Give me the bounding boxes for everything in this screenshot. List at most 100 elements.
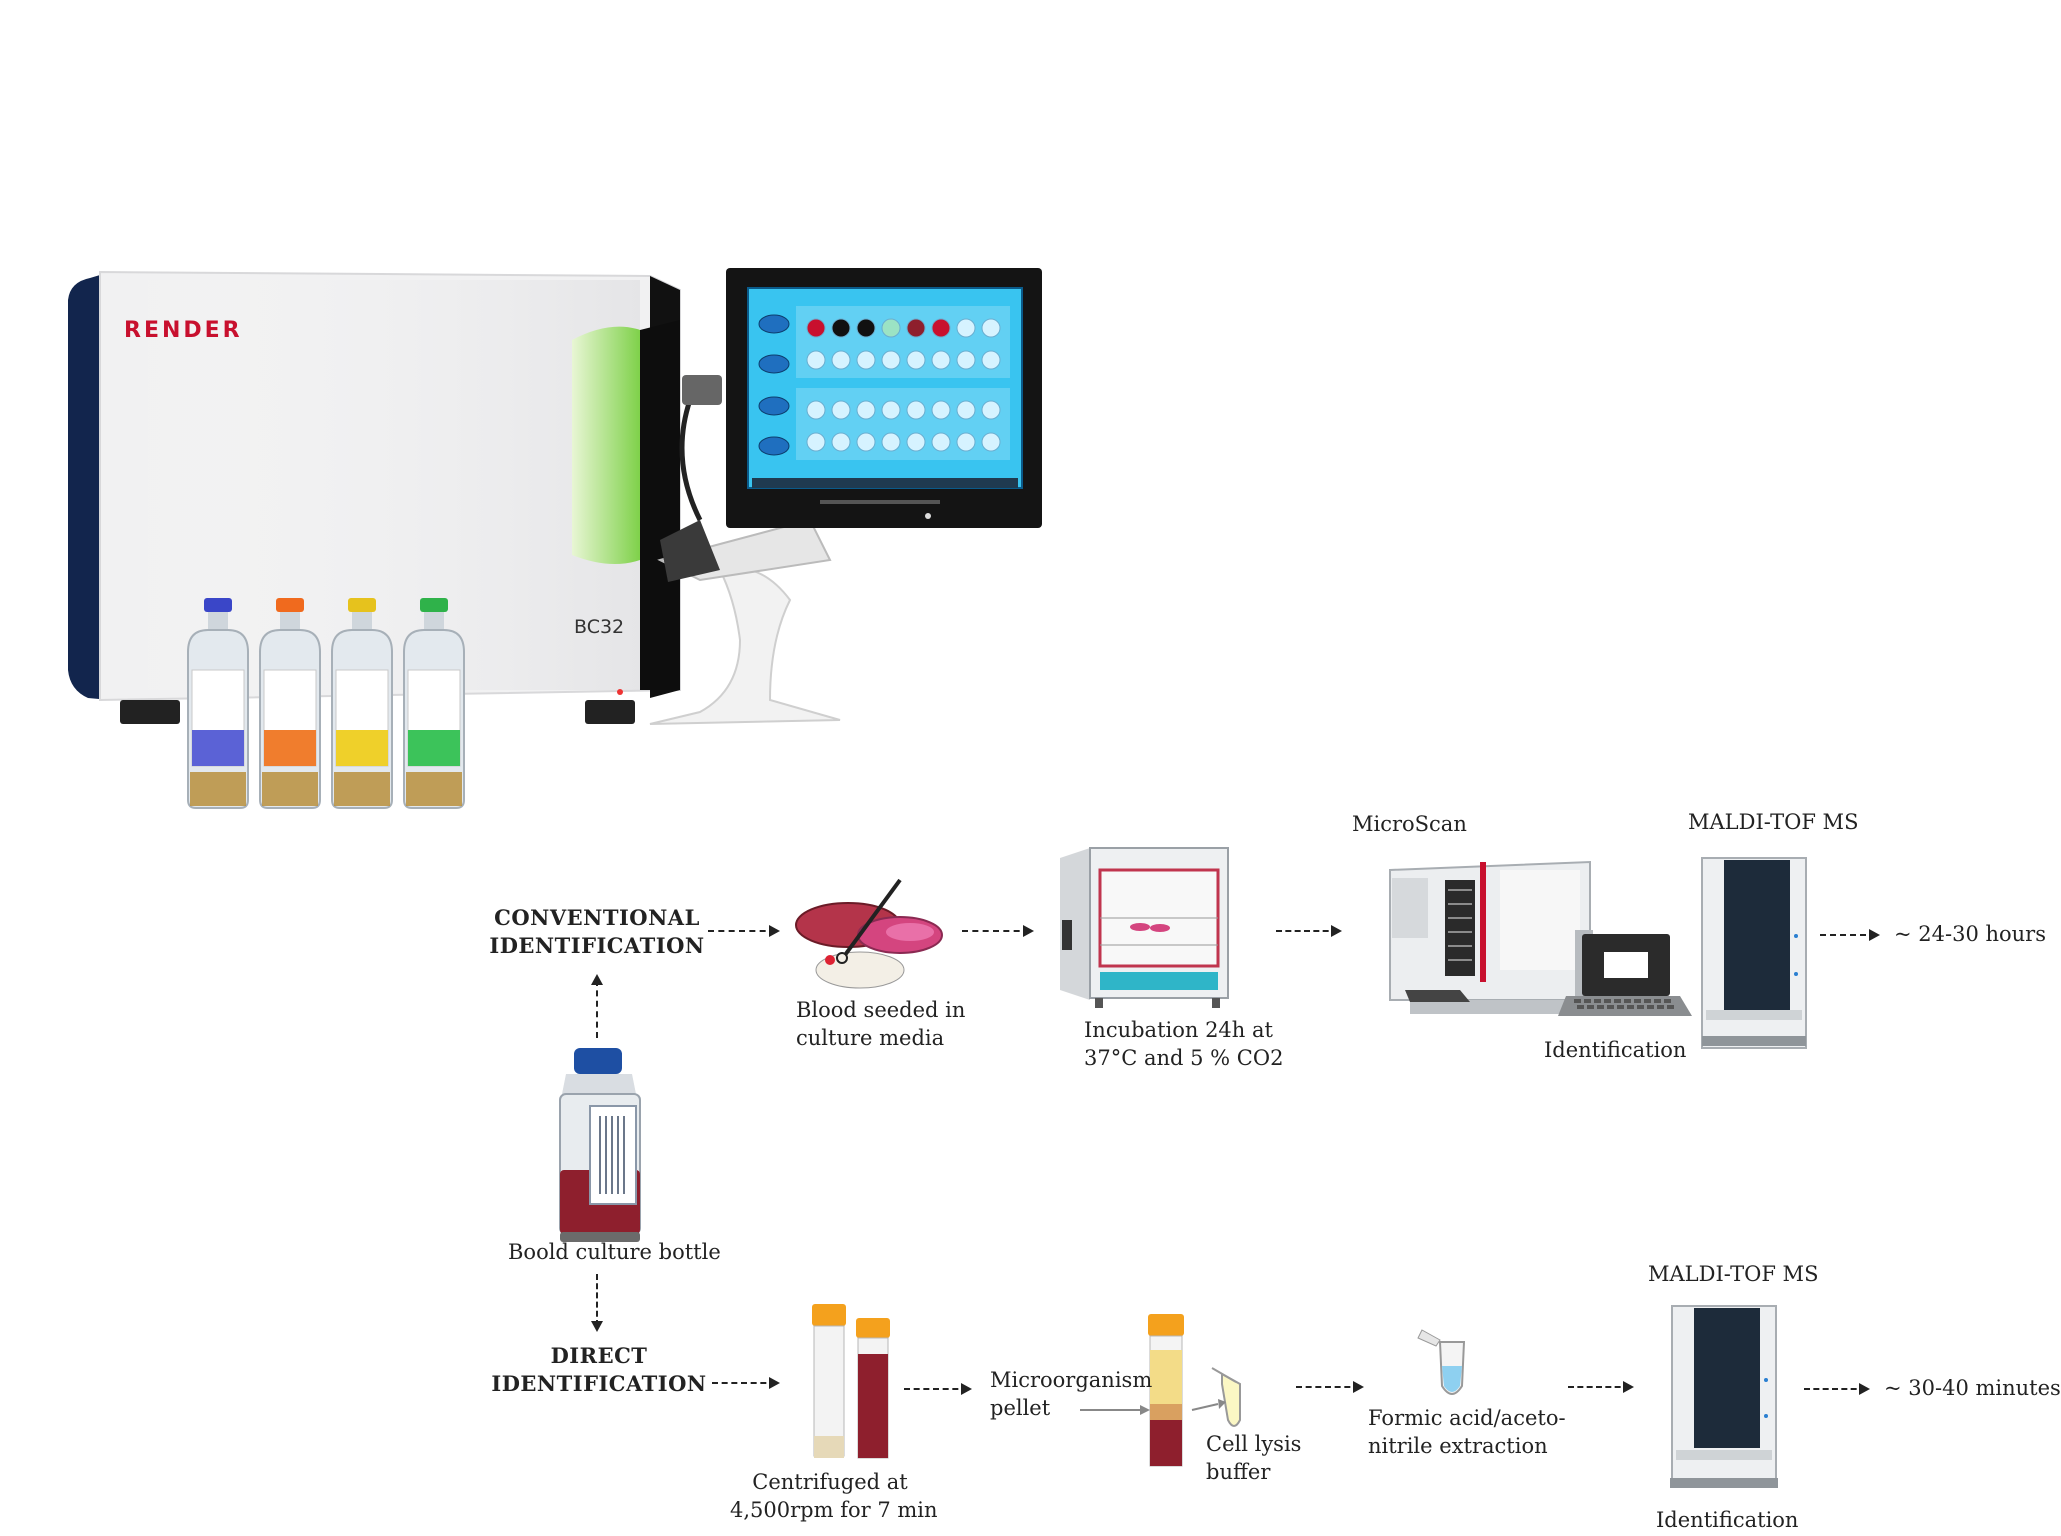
laptop-key xyxy=(1607,1005,1614,1009)
laptop-key xyxy=(1594,999,1601,1003)
monitor-well xyxy=(981,318,1001,338)
culture-bottle xyxy=(331,598,393,809)
monitor-well xyxy=(806,400,826,420)
laptop-key xyxy=(1644,999,1651,1003)
monitor-well xyxy=(931,432,951,452)
instrument-model-label: BC32 xyxy=(574,616,625,638)
monitor-well xyxy=(906,318,926,338)
monitor-well xyxy=(806,350,826,370)
laptop-key xyxy=(1624,999,1631,1003)
lysis-buffer-tube xyxy=(1191,1367,1241,1427)
laptop-key xyxy=(1617,1005,1624,1009)
touchscreen-monitor xyxy=(726,268,1042,528)
time-conventional-label: ~ 24-30 hours xyxy=(1894,922,2046,946)
culture-bottle xyxy=(187,598,249,809)
identification-label-conventional: Identification xyxy=(1544,1038,1687,1062)
monitor-well xyxy=(956,432,976,452)
monitor-well xyxy=(881,432,901,452)
arrow-direct-4 xyxy=(1568,1381,1634,1393)
laptop-key xyxy=(1574,999,1581,1003)
monitor-well xyxy=(856,432,876,452)
identification-label-direct: Identification xyxy=(1656,1508,1799,1532)
laptop-key xyxy=(1577,1005,1584,1009)
laptop-key xyxy=(1637,1005,1644,1009)
blood-culture-bottle-label: Boold culture bottle xyxy=(508,1240,721,1264)
arrow-direct-1 xyxy=(712,1377,780,1389)
laptop-key xyxy=(1597,1005,1604,1009)
monitor-well xyxy=(881,350,901,370)
arrow-conv-1 xyxy=(708,925,780,937)
microscan-instrument xyxy=(1389,860,1593,1014)
monitor-well xyxy=(831,432,851,452)
monitor-well xyxy=(956,400,976,420)
monitor-well xyxy=(856,400,876,420)
arrow-direct-3 xyxy=(1296,1381,1364,1393)
step-incubation-label: Incubation 24h at 37°C and 5 % CO2 xyxy=(1084,1018,1284,1070)
laptop-key xyxy=(1647,1005,1654,1009)
arrow-conv-3 xyxy=(1276,925,1342,937)
arrow-direct-2 xyxy=(904,1383,972,1395)
conventional-heading: CONVENTIONAL IDENTIFICATION xyxy=(489,905,705,958)
blood-culture-instrument xyxy=(68,270,681,724)
lysis-buffer-label: Cell lysis buffer xyxy=(1206,1432,1302,1484)
culture-bottle xyxy=(403,598,465,809)
microscan-label: MicroScan xyxy=(1352,812,1467,836)
laptop-key xyxy=(1627,1005,1634,1009)
blood-culture-bottle-illustration xyxy=(559,1048,641,1242)
culture-bottles xyxy=(187,598,465,809)
pellet-tube xyxy=(1080,1314,1184,1467)
extraction-tube xyxy=(1417,1329,1466,1395)
culture-bottle xyxy=(259,598,321,809)
laptop-key xyxy=(1587,1005,1594,1009)
step-centrifuged-label: Centrifuged at 4,500rpm for 7 min xyxy=(730,1470,938,1522)
monitor-well xyxy=(856,350,876,370)
monitor-well xyxy=(956,318,976,338)
laptop-key xyxy=(1614,999,1621,1003)
petri-dishes xyxy=(795,878,943,989)
monitor-well xyxy=(806,432,826,452)
monitor-well xyxy=(931,350,951,370)
maldi-tof-instrument-direct xyxy=(1670,1305,1778,1488)
laptop-key xyxy=(1664,999,1671,1003)
direct-heading: DIRECT IDENTIFICATION xyxy=(491,1343,707,1396)
extraction-label: Formic acid/aceto- nitrile extraction xyxy=(1368,1406,1566,1458)
maldi-label-conventional: MALDI-TOF MS xyxy=(1688,810,1859,834)
maldi-label-direct: MALDI-TOF MS xyxy=(1648,1262,1819,1286)
monitor-well xyxy=(881,400,901,420)
monitor-well xyxy=(981,400,1001,420)
laptop-key xyxy=(1654,999,1661,1003)
monitor-well xyxy=(981,432,1001,452)
monitor-well xyxy=(831,400,851,420)
arrow-bottle-up xyxy=(591,974,603,1038)
laptop-key xyxy=(1657,1005,1664,1009)
barcode-scanner-stand xyxy=(649,375,841,725)
monitor-well xyxy=(831,318,851,338)
laptop-key xyxy=(1667,1005,1674,1009)
monitor-well xyxy=(931,318,951,338)
pellet-label: Microorganism pellet xyxy=(990,1368,1153,1420)
maldi-tof-instrument-conventional xyxy=(1701,857,1807,1049)
instrument-brand-logo: RENDER xyxy=(124,318,243,343)
monitor-well xyxy=(831,350,851,370)
laptop-key xyxy=(1634,999,1641,1003)
monitor-well xyxy=(931,400,951,420)
arrow-conv-2 xyxy=(962,925,1034,937)
laptop-key xyxy=(1604,999,1611,1003)
monitor-well xyxy=(956,350,976,370)
monitor-well xyxy=(906,350,926,370)
monitor-well xyxy=(981,350,1001,370)
laptop xyxy=(1558,934,1692,1016)
monitor-well xyxy=(806,318,826,338)
laptop-key xyxy=(1584,999,1591,1003)
time-direct-label: ~ 30-40 minutes xyxy=(1884,1376,2061,1400)
monitor-well xyxy=(856,318,876,338)
arrow-conv-4 xyxy=(1820,929,1880,941)
arrow-direct-5 xyxy=(1804,1383,1870,1395)
monitor-well xyxy=(881,318,901,338)
centrifuge-tubes xyxy=(812,1304,890,1459)
arrow-bottle-down xyxy=(591,1274,603,1332)
incubator xyxy=(1060,847,1229,1008)
monitor-well xyxy=(906,432,926,452)
monitor-well xyxy=(906,400,926,420)
